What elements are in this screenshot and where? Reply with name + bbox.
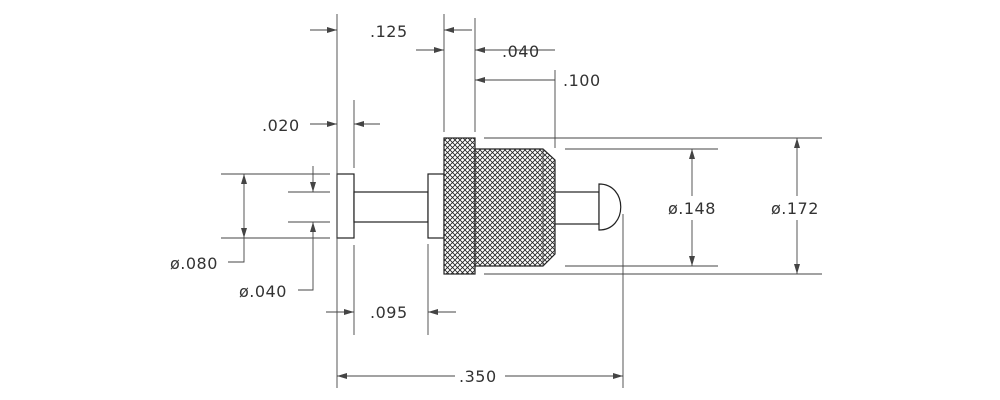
dim-350-label: .350: [459, 367, 497, 386]
pin-part: [336, 137, 622, 275]
extension-lines: [221, 14, 822, 388]
tip-shank: [554, 191, 600, 225]
dim-dia040-label: ø.040: [239, 282, 287, 301]
dim-dia080-label: ø.080: [170, 254, 218, 273]
dim-100-label: .100: [563, 71, 601, 90]
knurled-shoulder: [443, 137, 476, 275]
dim-095-label: .095: [370, 303, 408, 322]
dim-020-label: .020: [262, 116, 300, 135]
rounded-tip: [598, 183, 622, 231]
collar: [427, 173, 445, 239]
head-flange: [336, 173, 355, 239]
dim-dia148-label: ø.148: [668, 199, 716, 218]
shank: [353, 191, 429, 223]
dimension-labels: .125 .040 .100 .020 ø.148 ø.172 ø.080 ø.…: [170, 22, 819, 386]
dim-125-label: .125: [370, 22, 408, 41]
dim-040-top-label: .040: [502, 42, 540, 61]
dimension-lines: [228, 27, 800, 379]
dim-dia172-label: ø.172: [771, 199, 819, 218]
